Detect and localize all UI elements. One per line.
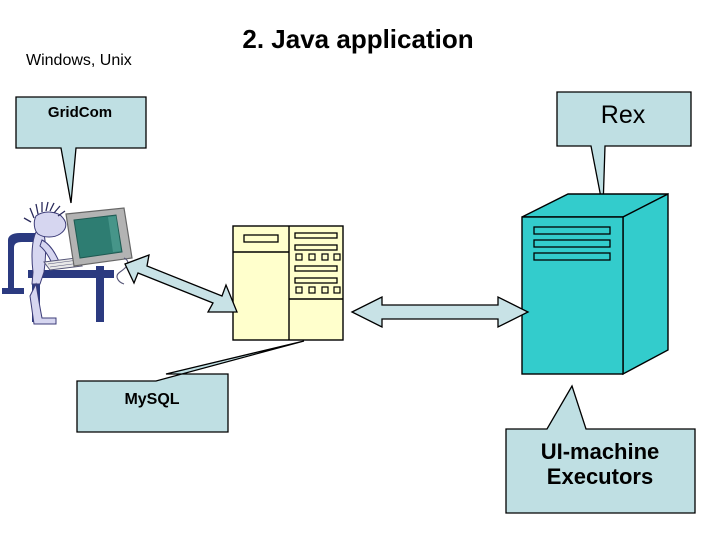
page-title-text: 2. Java application (242, 24, 474, 54)
server-slot (533, 239, 611, 248)
callout-executors-shape (505, 384, 696, 514)
platform-label: Windows, Unix (26, 52, 132, 69)
person-hair (23, 201, 66, 223)
double-arrow-horizontal (350, 295, 530, 329)
desk-top (28, 270, 114, 278)
chair-shape (2, 233, 38, 294)
server-led-row (295, 286, 341, 294)
callout-ui-machine-executors[interactable]: UI-machine Executors (505, 384, 700, 515)
server-side-face (622, 192, 669, 376)
double-arrow-diagonal (124, 253, 238, 313)
database-server-graphic (232, 225, 350, 343)
server-drive-slot (243, 234, 279, 243)
page-title: 2. Java application (0, 24, 720, 55)
server-slot (533, 226, 611, 235)
server-bar (294, 265, 338, 272)
person-leg (29, 282, 57, 325)
callout-gridcom-shape (15, 96, 147, 204)
monitor-glare (108, 216, 121, 252)
cable (116, 257, 129, 285)
connector-client-to-database (122, 252, 240, 324)
client-workstation-graphic (0, 196, 140, 328)
callout-mysql[interactable]: MySQL (76, 340, 306, 445)
callout-rex-shape (556, 91, 692, 209)
server-bar (294, 232, 338, 239)
person-head (33, 211, 67, 238)
callout-gridcom[interactable]: GridCom (14, 95, 154, 210)
server-led-row (295, 253, 341, 261)
server-bar (294, 277, 338, 284)
executor-server-graphic (520, 192, 675, 382)
callout-mysql-shape (76, 340, 305, 433)
server-slot (533, 252, 611, 261)
server-bar (294, 244, 338, 251)
monitor-stand (96, 266, 104, 288)
connector-database-to-executor (350, 286, 530, 338)
desk-leg-right (96, 278, 104, 322)
